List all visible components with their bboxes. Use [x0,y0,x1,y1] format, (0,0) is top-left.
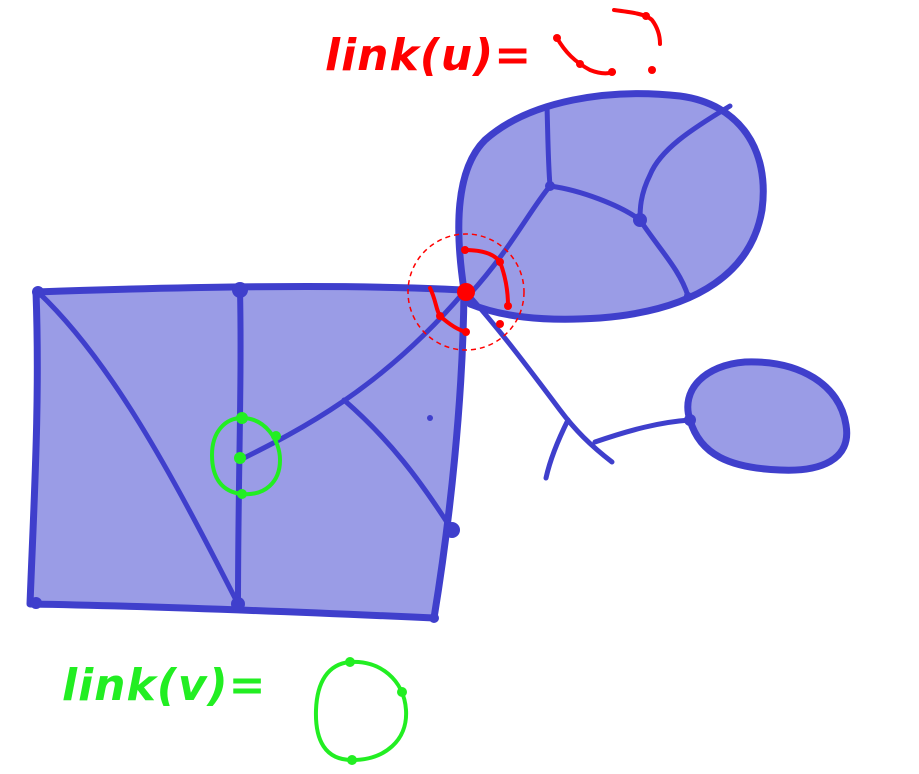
upper-disk-region [455,90,767,323]
vertex-v [234,452,246,464]
link-u-vertex [461,246,469,254]
vertex-u [457,283,475,301]
link-u-result-vertex [648,66,656,74]
link-u-annotation [407,233,525,351]
vertex [32,286,44,298]
link-u-result-vertex [608,68,616,76]
link-v-result [313,657,409,765]
link-v-label: link(v)= [62,660,267,711]
square-edge-branch [341,397,455,533]
link-u-result-vertex [576,60,584,68]
vertex [684,292,692,300]
link-u-result-vertex [642,12,650,20]
link-u-vertex [496,320,504,328]
disk-edge [544,103,553,189]
link-v-annotation [209,412,283,499]
vertex [30,597,42,609]
tree-edge [543,417,571,481]
link-u-vertex [496,258,504,266]
link-u-result [553,8,662,76]
link-u-vertex [436,312,444,320]
link-v-vertex [271,431,281,441]
disk-edge [637,103,733,299]
link-v-result-vertex [347,755,357,765]
link-u-result-arc [555,36,616,76]
tree-edge [592,417,693,445]
link-u-result-arc [612,8,662,46]
tree-and-small-disk [463,289,851,481]
vertex [444,522,460,538]
link-u-neighborhood [407,233,525,351]
dot [427,415,433,421]
link-v-result-circle [313,659,409,763]
small-disk-face [684,358,851,474]
vertex [545,181,555,191]
vertex [232,282,248,298]
link-v-vertex [236,412,248,424]
link-v-result-vertex [345,657,355,667]
vertex [684,414,696,426]
link-u-vertex [504,302,512,310]
link-v-vertex [237,489,247,499]
link-u-result-vertex [553,34,561,42]
vertex [231,597,245,611]
link-u-vertex [462,328,470,336]
square-region [26,282,468,623]
vertex [633,213,647,227]
square-edge-vertical [235,287,244,607]
link-u-label: link(u)= [325,30,532,81]
square-edge-diagonal [35,289,241,607]
link-v-result-vertex [397,687,407,697]
vertex [429,613,439,623]
tree-edge [463,289,615,465]
